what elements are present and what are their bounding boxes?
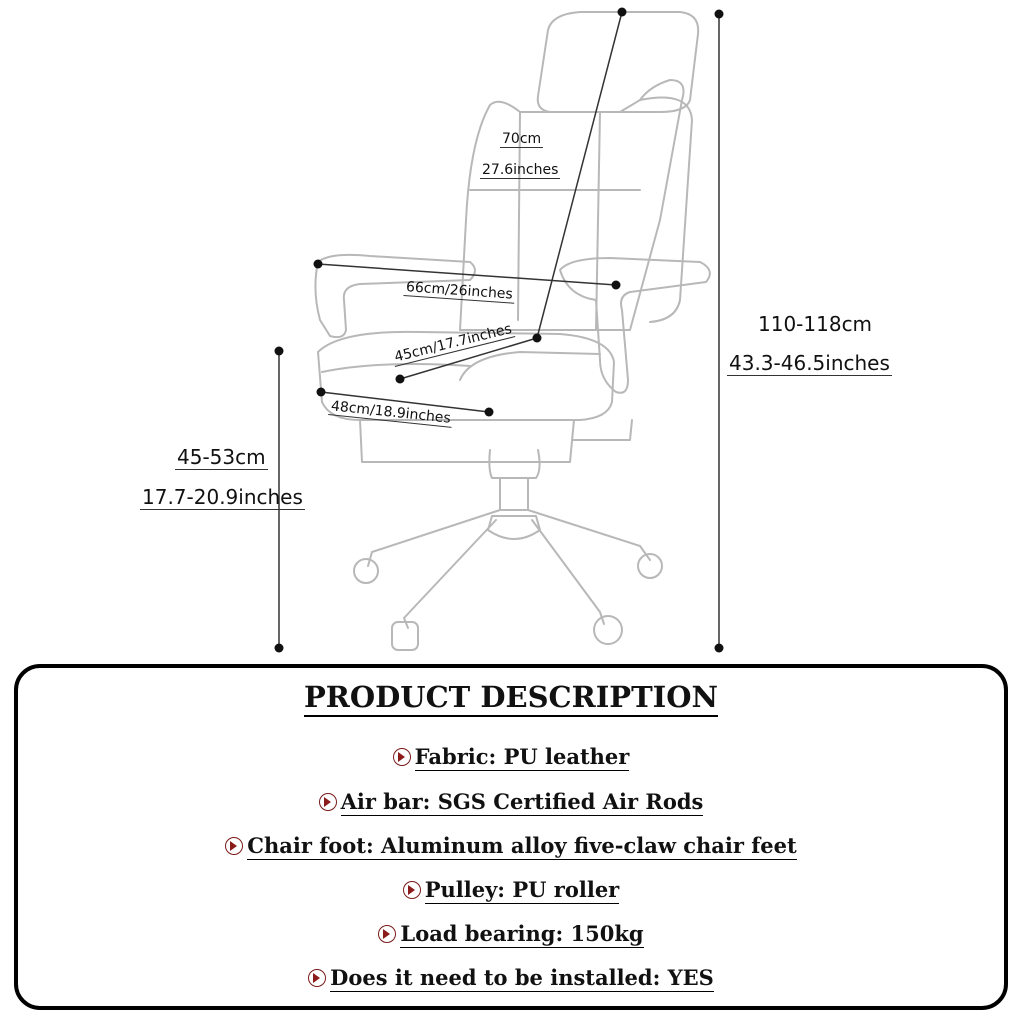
caster-left bbox=[353, 558, 379, 584]
backrest-dimension-line bbox=[536, 11, 623, 339]
chevron-right-icon bbox=[308, 969, 327, 987]
backrest-height-cm-label: 70cm bbox=[500, 131, 544, 149]
description-item: Chair foot: Aluminum alloy five-claw cha… bbox=[18, 833, 1004, 860]
dimension-lines bbox=[274, 7, 724, 653]
base-outline bbox=[367, 509, 501, 567]
description-item: Fabric: PU leather bbox=[18, 744, 1004, 771]
total-height-in-label: 43.3-46.5inches bbox=[727, 351, 892, 376]
headrest-outline bbox=[536, 11, 700, 113]
seat-outline bbox=[317, 330, 615, 421]
left-armrest-outline bbox=[314, 253, 476, 339]
seat-width-dimension-line bbox=[320, 391, 490, 413]
chevron-right-icon bbox=[225, 837, 244, 855]
chevron-right-icon bbox=[318, 793, 337, 811]
description-item: Load bearing: 150kg bbox=[18, 921, 1004, 948]
arm-dimension-line bbox=[317, 263, 617, 286]
chevron-right-icon bbox=[378, 925, 397, 943]
backrest-outline bbox=[459, 79, 685, 331]
chevron-right-icon bbox=[392, 748, 411, 766]
chevron-right-icon bbox=[402, 881, 421, 899]
right-armrest-outline bbox=[559, 257, 711, 394]
description-item: Does it need to be installed: YES bbox=[18, 965, 1004, 992]
seat-height-in-label: 17.7-20.9inches bbox=[140, 485, 305, 510]
seat-height-cm-label: 45-53cm bbox=[175, 445, 268, 470]
chair-outline bbox=[314, 11, 711, 651]
chair-diagram bbox=[274, 7, 724, 653]
description-title: PRODUCT DESCRIPTION bbox=[18, 680, 1004, 717]
description-item: Air bar: SGS Certified Air Rods bbox=[18, 789, 1004, 816]
seat-depth-dimension-line bbox=[399, 337, 538, 380]
backrest-height-in-label: 27.6inches bbox=[480, 162, 561, 180]
caster-right bbox=[637, 553, 663, 579]
caster-front-right bbox=[593, 615, 623, 645]
total-height-cm-label: 110-118cm bbox=[758, 312, 873, 336]
product-description-panel: PRODUCT DESCRIPTION Fabric: PU leather A… bbox=[14, 664, 1008, 1010]
description-item: Pulley: PU roller bbox=[18, 877, 1004, 904]
gas-lift-outline bbox=[488, 449, 541, 479]
caster-front-left bbox=[391, 621, 419, 651]
